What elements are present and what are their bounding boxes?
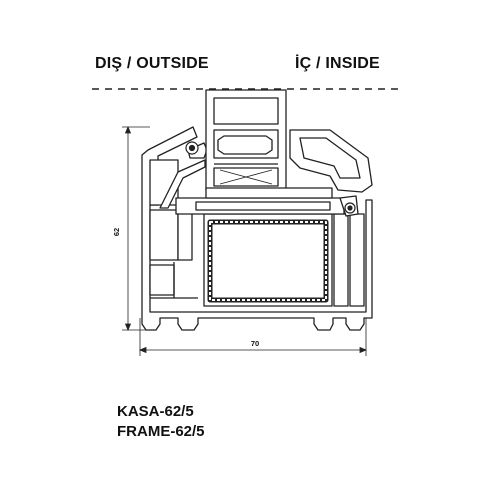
height-dimension: [122, 125, 150, 332]
gaskets: [185, 141, 356, 214]
width-dimension: [138, 318, 368, 356]
left-chamber-3: [149, 264, 175, 296]
profile-code-tr: KASA-62/5: [117, 403, 194, 420]
right-chamber-1: [333, 213, 349, 307]
upper-rib: [159, 159, 206, 209]
profile-code-en: FRAME-62/5: [117, 423, 205, 440]
right-chamber-2: [349, 213, 365, 307]
glass-pocket: [205, 89, 333, 199]
inside-label: İÇ / INSIDE: [295, 55, 380, 72]
width-dimension-label: 70: [251, 339, 259, 348]
outside-label: DIŞ / OUTSIDE: [95, 55, 209, 72]
bead-clip: [217, 135, 273, 155]
height-dimension-label: 62: [112, 228, 121, 236]
frame-outer-wall: [141, 126, 373, 331]
reinforcement-chamber: [203, 213, 333, 307]
left-chamber-4: [177, 211, 193, 261]
left-chamber-2: [149, 209, 179, 261]
frame-profile: [141, 126, 373, 331]
